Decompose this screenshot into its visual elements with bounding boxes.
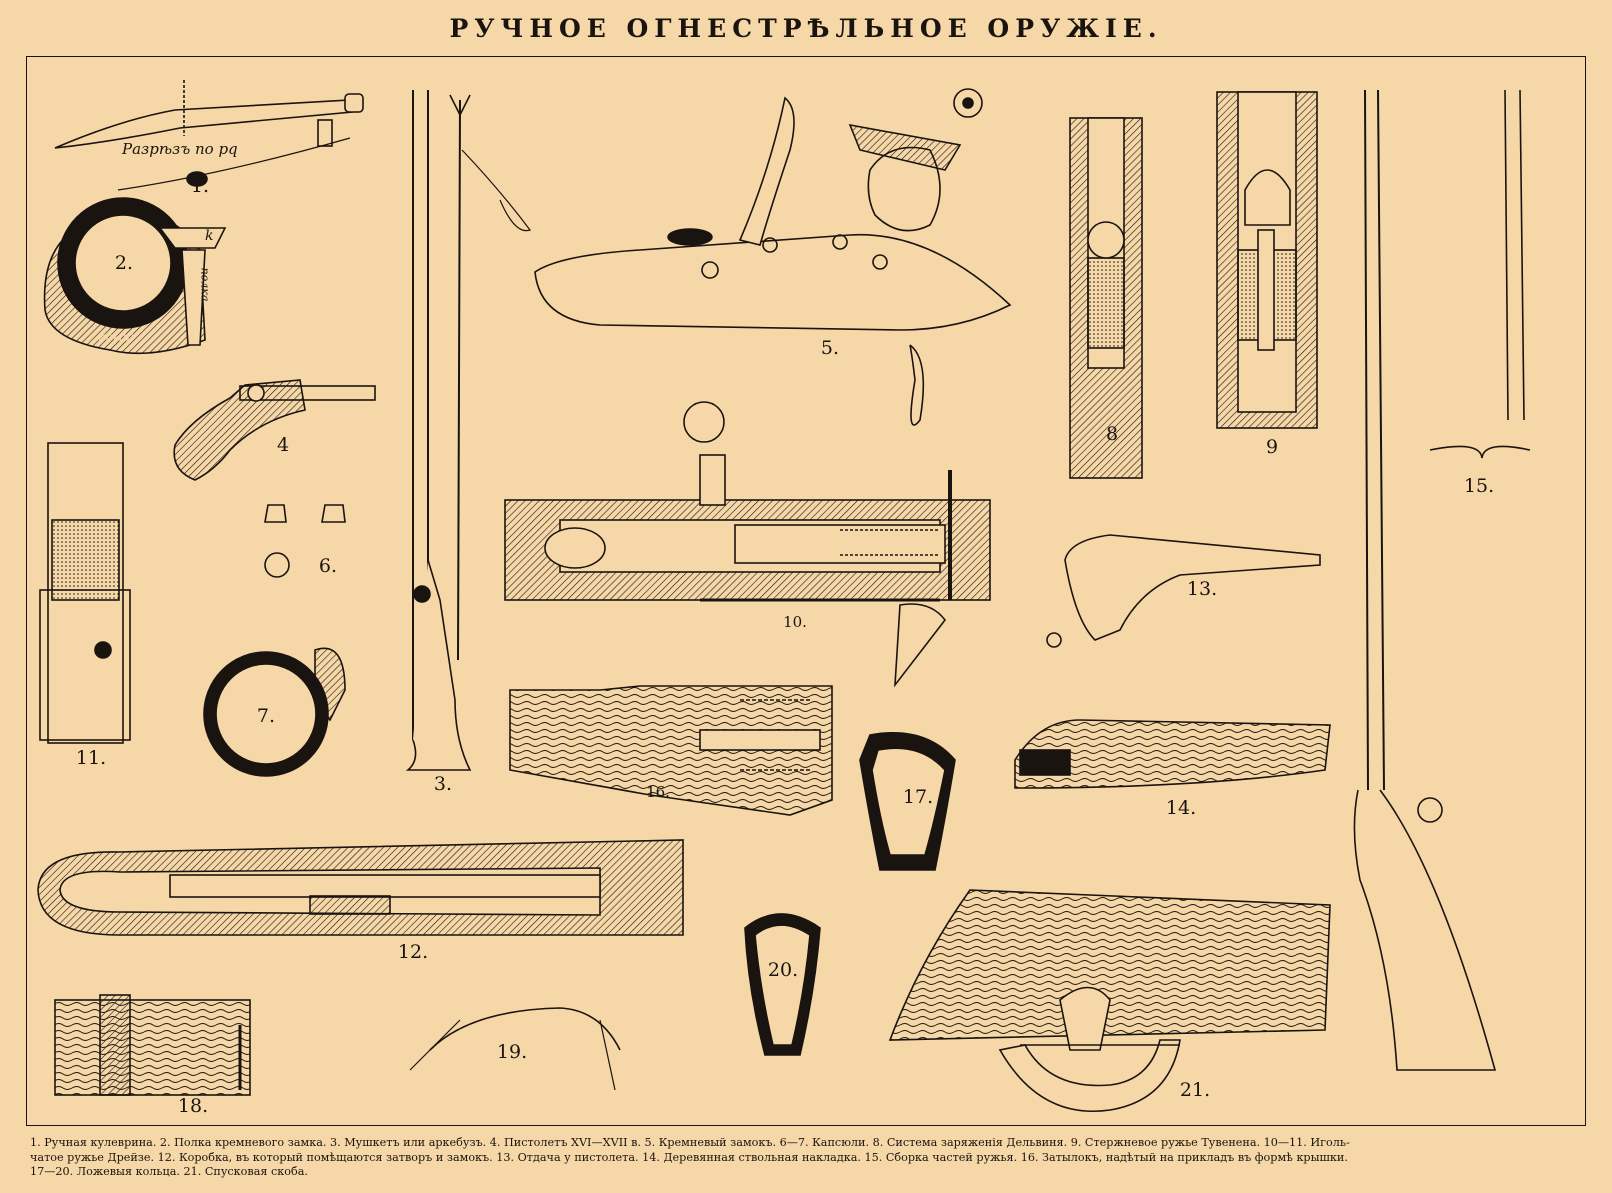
plate-frame — [26, 56, 1586, 1126]
figure-17-label: 17. — [902, 786, 934, 808]
caption-line: чатое ружье Дрейзе. 12. Коробка, въ кото… — [30, 1150, 1348, 1164]
figure-10-label: 10. — [783, 613, 807, 631]
figure-14-label: 14. — [1165, 797, 1197, 819]
fig21-trigger-guard — [888, 889, 1331, 1112]
figure-2-label: 2. — [114, 252, 134, 274]
caption-line: 17—20. Ложевыя кольца. 21. Спусковая ско… — [30, 1165, 308, 1178]
plate-title: РУЧНОЕ ОГНЕСТРѢЛЬНОЕ ОРУЖІЕ. — [449, 14, 1163, 43]
fig1-culverin — [54, 80, 364, 191]
figure-1-label: 1. — [190, 175, 210, 197]
fig3-musket — [405, 90, 531, 771]
figure-16-label: 16. — [646, 783, 670, 801]
figure-8-label: 8 — [1105, 423, 1119, 445]
fig4-pistol — [173, 379, 376, 481]
fig12-receiver — [37, 839, 684, 936]
fig13-recoil — [1046, 534, 1321, 648]
fig2-flash-pan — [43, 197, 227, 355]
fig15-rifle — [1353, 89, 1531, 1071]
fig17-ring — [859, 732, 956, 871]
fig9-thouvenin — [1216, 91, 1318, 429]
figure-3-label: 3. — [433, 773, 453, 795]
figure-18-label: 18. — [177, 1095, 209, 1117]
fig10-dreyse — [504, 401, 991, 688]
figure-5-label: 5. — [820, 337, 840, 359]
figure-4-label: 4 — [276, 434, 290, 456]
figure-9-label: 9 — [1265, 436, 1279, 458]
figure-21-label: 21. — [1179, 1079, 1211, 1101]
plate-caption: 1. Ручная кулеврина. 2. Полка кремневого… — [30, 1136, 1582, 1180]
figure-19-label: 19. — [496, 1041, 528, 1063]
fig2-cover-note: крыш. — [98, 330, 138, 344]
fig2-k-note: k — [205, 228, 214, 244]
fig8-delvigne — [1069, 117, 1143, 479]
fig20-ring — [744, 913, 821, 1056]
figure-15-label: 15. — [1463, 475, 1495, 497]
fig16-buttplate — [509, 685, 833, 816]
fig2-pan-note: полка — [198, 267, 212, 302]
figure-13-label: 13. — [1186, 578, 1218, 600]
fig19-geometry — [409, 1007, 621, 1091]
figure-20-label: 20. — [767, 959, 799, 981]
caption-line: 1. Ручная кулеврина. 2. Полка кремневого… — [30, 1136, 1350, 1149]
figure-6-label: 6. — [318, 555, 338, 577]
fig14-barrel-cover — [1014, 719, 1331, 789]
fig5-flintlock — [534, 88, 1012, 426]
fig1-section-note: Разрѣзъ по pq — [122, 140, 238, 158]
fig11-cartridge — [39, 442, 131, 744]
figure-12-label: 12. — [397, 941, 429, 963]
fig7-ring — [203, 647, 346, 777]
fig6-caps — [264, 504, 346, 578]
fig18-wood-joint — [54, 994, 251, 1096]
figure-11-label: 11. — [75, 747, 107, 769]
figure-7-label: 7. — [256, 705, 276, 727]
